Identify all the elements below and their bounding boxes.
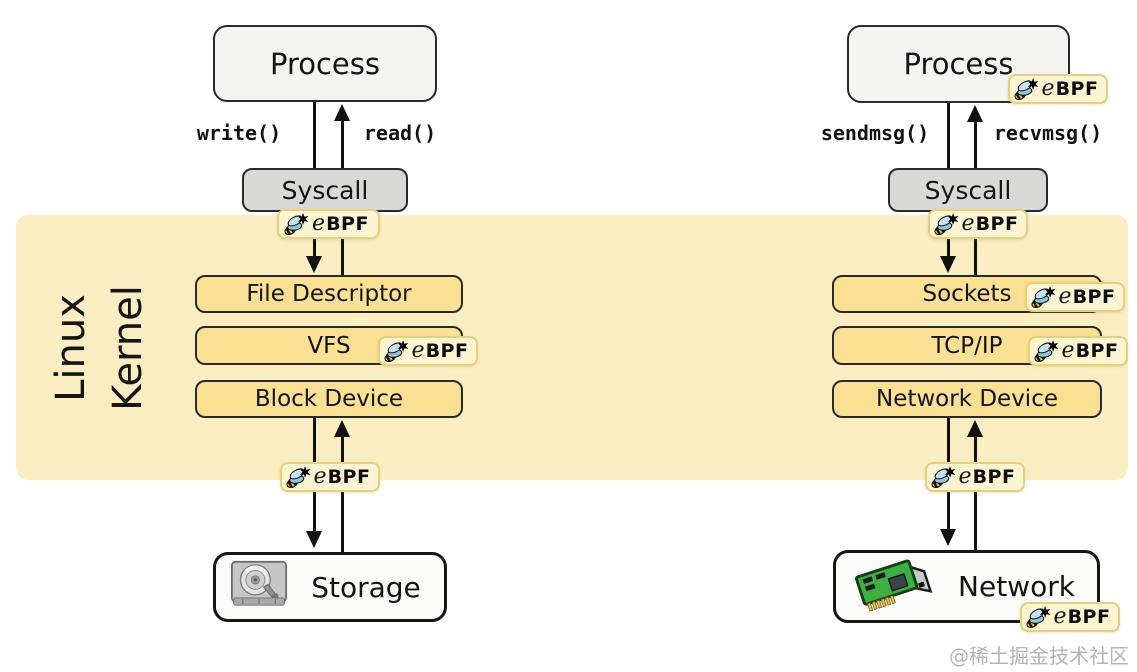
- syscall-label-right: Syscall: [924, 175, 1012, 205]
- arrow-line: [341, 437, 344, 552]
- syscall-label-left: Syscall: [281, 175, 369, 205]
- process-box-left: Process: [213, 25, 437, 102]
- syscall-box-right: Syscall: [888, 168, 1048, 212]
- arrowhead-down-icon: [306, 531, 322, 548]
- storage-box: Storage: [213, 552, 447, 622]
- arrow-line: [947, 102, 950, 168]
- arrowhead-down-icon: [306, 256, 322, 273]
- kernel-label-line1: Linux: [48, 294, 95, 402]
- network-device-box: Network Device: [832, 380, 1102, 418]
- tcpip-label: TCP/IP: [931, 332, 1003, 359]
- process-box-right: Process: [847, 25, 1070, 103]
- ebpf-bee-icon: [931, 465, 958, 490]
- read-call-label: read(): [363, 121, 437, 145]
- arrow-line: [313, 101, 316, 168]
- block-device-label: Block Device: [254, 386, 404, 412]
- arrowhead-up-icon: [967, 420, 983, 437]
- sockets-label: Sockets: [922, 281, 1012, 307]
- process-label-left: Process: [269, 46, 380, 81]
- ebpf-bee-icon: [1026, 605, 1053, 630]
- kernel-label-line2: Kernel: [105, 285, 151, 411]
- arrow-line: [341, 212, 344, 275]
- arrow-line: [341, 119, 344, 168]
- hard-disk-icon: [230, 560, 288, 614]
- network-device-label: Network Device: [875, 386, 1058, 412]
- recvmsg-call-label: recvmsg(): [993, 121, 1103, 145]
- arrow-line: [974, 212, 977, 275]
- network-label: Network: [958, 570, 1075, 603]
- network-card-icon: [850, 553, 936, 621]
- ebpf-bee-icon: [1034, 339, 1061, 364]
- write-call-label: write(): [196, 121, 282, 145]
- arrowhead-up-icon: [967, 105, 983, 122]
- sendmsg-call-label: sendmsg(): [820, 121, 930, 145]
- ebpf-bee-icon: [384, 339, 411, 364]
- ebpf-bee-icon: [286, 465, 313, 490]
- watermark: @稀土掘金技术社区: [949, 644, 1129, 668]
- ebpf-bee-icon: [1014, 77, 1041, 102]
- process-label-right: Process: [903, 47, 1014, 81]
- syscall-box-left: Syscall: [242, 168, 408, 212]
- block-device-box: Block Device: [195, 380, 463, 418]
- file-descriptor-box: File Descriptor: [195, 275, 463, 313]
- ebpf-bee-icon: [934, 212, 961, 237]
- arrowhead-up-icon: [334, 104, 350, 121]
- vfs-label: VFS: [307, 332, 351, 359]
- arrowhead-down-icon: [940, 256, 956, 273]
- arrowhead-up-icon: [334, 420, 350, 437]
- ebpf-bee-icon: [284, 212, 311, 237]
- arrow-line: [974, 120, 977, 168]
- storage-label: Storage: [311, 570, 421, 604]
- ebpf-bee-icon: [1031, 285, 1058, 310]
- arrowhead-down-icon: [940, 529, 956, 546]
- arrow-line: [974, 437, 977, 550]
- network-box: Network: [833, 550, 1100, 623]
- file-descriptor-label: File Descriptor: [246, 281, 412, 307]
